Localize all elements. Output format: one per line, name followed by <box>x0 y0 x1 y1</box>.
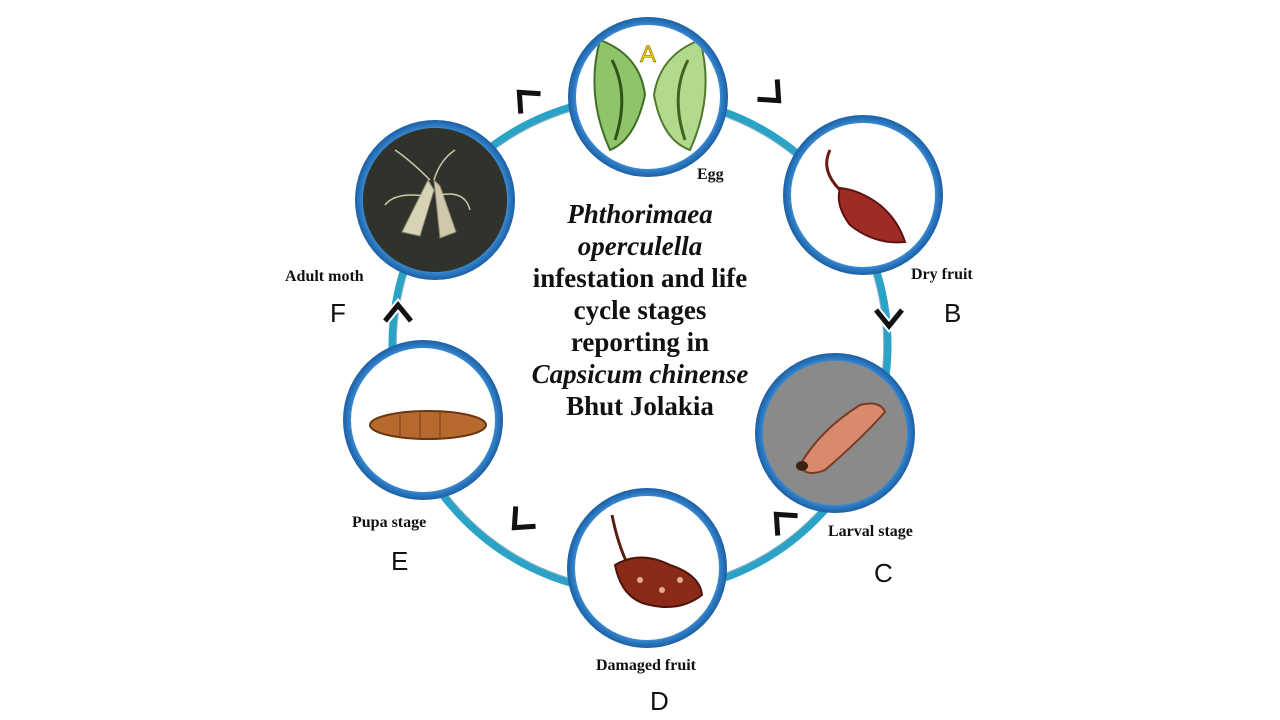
stage-letter-c: C <box>874 558 893 588</box>
stage-caption-c: Larval stage <box>828 523 913 540</box>
egg-on-leaf-photo <box>593 38 707 152</box>
stage-caption-f: Adult moth <box>285 268 364 285</box>
stage-node-b <box>783 115 943 275</box>
arrow-d-to-e <box>509 501 541 533</box>
stage-node-c <box>755 353 915 513</box>
stage-caption-a: Egg <box>697 166 724 183</box>
larva-photo <box>763 361 907 505</box>
stage-caption-b: Dry fruit <box>911 266 973 283</box>
arrow-a-to-b <box>752 74 784 106</box>
title-host: Capsicum chinense <box>531 359 749 389</box>
arrow-e-to-f <box>380 297 416 326</box>
diagram-title: Phthorimaea operculella infestation and … <box>500 198 780 422</box>
stage-node-d <box>567 488 727 648</box>
stage-caption-d: Damaged fruit <box>596 657 696 674</box>
title-line-3: infestation and life <box>532 263 748 293</box>
title-line-4: cycle stages <box>573 295 707 325</box>
stage-node-f <box>355 120 515 280</box>
stage-node-a: A <box>568 17 728 177</box>
arrow-f-to-a <box>514 87 546 119</box>
stage-letter-f: F <box>330 298 346 328</box>
stage-letter-e: E <box>391 546 409 576</box>
title-host-variety: Bhut Jolakia <box>566 391 714 421</box>
stage-node-e <box>343 340 503 500</box>
title-species: operculella <box>577 231 703 261</box>
stage-caption-e: Pupa stage <box>352 514 427 531</box>
dry-chili-fruit-photo <box>825 149 907 244</box>
arrow-b-to-c <box>871 305 907 334</box>
stage-letter-a: A <box>640 41 656 68</box>
arrow-c-to-d <box>771 509 803 541</box>
title-line-5: reporting in <box>570 327 710 357</box>
adult-moth-photo <box>363 128 507 272</box>
damaged-fruit-photo <box>610 514 704 608</box>
title-genus: Phthorimaea <box>567 199 713 229</box>
stage-letter-b: B <box>944 298 962 328</box>
pupa-photo <box>369 410 487 440</box>
stage-letter-d: D <box>650 686 669 716</box>
